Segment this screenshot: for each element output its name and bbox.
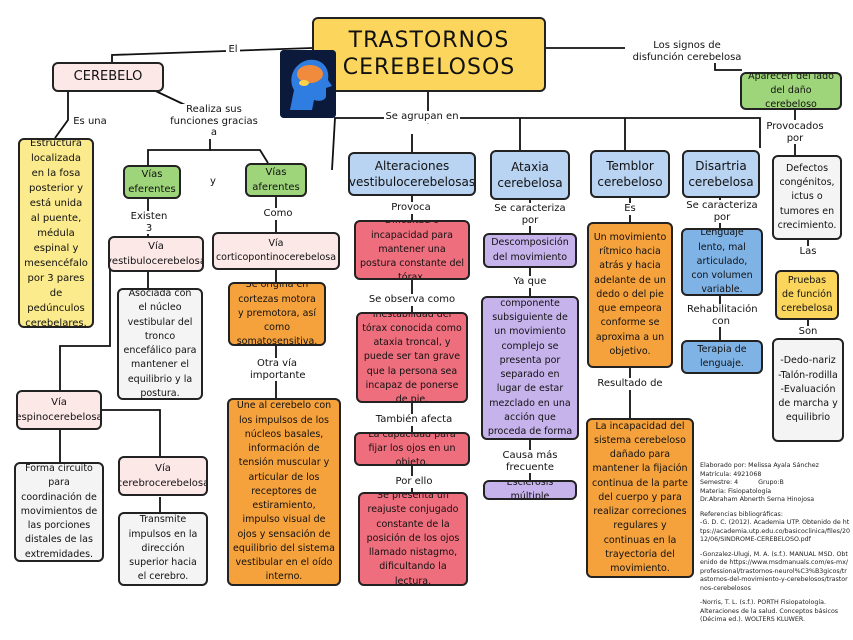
via-vestibulocerebelosa-box: Vía vestibulocerebelosa	[108, 236, 204, 272]
reajuste-box: Se presenta un reajuste conjugado consta…	[358, 492, 468, 586]
estructura-box: Estructura localizada en la fosa posteri…	[18, 138, 94, 328]
link-se-caracteriza-1: Se caracteriza por	[492, 203, 568, 226]
descomposicion-box: Descomposición del movimiento	[483, 233, 577, 268]
credit-line: -Gonzalez-Ulugi, M. A. (s.f.). MANUAL MS…	[700, 550, 849, 592]
defectos-box: Defectos congénitos, ictus o tumores en …	[772, 155, 842, 240]
link-existen: Existen 3	[126, 211, 172, 234]
credit-line: Elaborado por: Melissa Ayala Sánchez	[700, 462, 819, 469]
link-se-caracteriza-2: Se caracteriza por	[684, 200, 760, 223]
link-provoca: Provoca	[390, 202, 432, 214]
incapacidad-box: La incapacidad del sistema cerebeloso da…	[586, 418, 694, 578]
capacidad-box: La capacidad para fijar los ojos en un o…	[354, 432, 470, 466]
link-por-ello: Por ello	[394, 476, 434, 488]
link-tambien: También afecta	[374, 414, 454, 426]
link-y: y	[208, 176, 218, 188]
esclerosis-box: Esclerosis múltiple	[483, 480, 577, 500]
disartria-box: Disartria cerebelosa	[682, 150, 760, 198]
aparecen-box: Aparecen del lado del daño cerebeloso	[740, 72, 842, 110]
lenguaje-lento-box: Lenguaje lento, mal articulado, con volu…	[681, 228, 763, 296]
asociada-box: Asociada con el núcleo vestibular del tr…	[117, 288, 203, 400]
via-espinocerebelosa-box: Vía espinocerebelosa	[16, 390, 102, 430]
credit-line: Dr.Abraham Abnerth Serna Hinojosa	[700, 496, 815, 503]
alteraciones-box: Alteraciones vestibulocerebelosas	[348, 152, 476, 196]
credit-line: Materia: Fisiopatología	[700, 487, 772, 495]
ataxia-box: Ataxia cerebelosa	[490, 150, 570, 200]
via-cerebrocerebelosa-box: Vía cerebrocerebelosa	[118, 456, 208, 496]
link-realiza: Realiza sus funciones gracias a	[168, 104, 260, 139]
pruebas-box: Pruebas de función cerebelosa	[775, 270, 839, 320]
credits-block: Elaborado por: Melissa Ayala Sánchez Mat…	[700, 462, 850, 625]
link-el: El	[226, 44, 240, 56]
cerebelo-box: CEREBELO	[52, 62, 164, 92]
link-como: Como	[263, 208, 293, 220]
link-son: Son	[795, 326, 821, 338]
link-las: Las	[796, 246, 820, 258]
link-es: Es	[622, 203, 638, 215]
link-rehabilitacion: Rehabilitación con	[687, 304, 758, 327]
via-corticopontino-box: Vía corticopontinocerebelosa	[212, 232, 340, 270]
une-cerebelo-box: Une al cerebelo con los impulsos de los …	[227, 398, 341, 586]
lista-pruebas-box: -Dedo-nariz -Talón-rodilla -Evaluación d…	[772, 338, 844, 442]
un-movimiento-box: Un movimiento rítmico hacia atrás y haci…	[587, 222, 673, 368]
vias-aferentes-box: Vías aferentes	[245, 163, 307, 197]
vias-eferentes-box: Vías eferentes	[123, 165, 181, 199]
credit-line: Matrícula: 4921068	[700, 470, 762, 478]
title-box: TRASTORNOS CEREBELOSOS	[312, 17, 546, 92]
credit-line: Referencias bibliográficas:	[700, 510, 783, 518]
forma-circuito-box: Forma circuito para coordinación de movi…	[14, 462, 104, 562]
link-se-observa: Se observa como	[366, 294, 458, 306]
se-origina-box: Se origina en cortezas motora y premotor…	[228, 282, 326, 346]
link-causa-mas: Causa más frecuente	[500, 450, 560, 473]
cada-componente-box: Cada componente subsiguiente de un movim…	[481, 296, 579, 440]
link-provocados: Provocados por	[766, 121, 824, 144]
terapia-box: Terapia de lenguaje.	[681, 340, 763, 374]
link-resultado: Resultado de	[596, 378, 664, 390]
link-es-una: Es una	[70, 116, 110, 128]
dificultad-box: Dificultad o incapacidad para mantener u…	[354, 220, 470, 280]
brain-head-icon	[280, 50, 336, 118]
credit-line: -G. D. C. (2012). Academia UTP. Obtenido…	[700, 519, 851, 543]
temblor-box: Temblor cerebeloso	[590, 150, 670, 198]
transmite-box: Transmite impulsos en la dirección super…	[118, 512, 208, 586]
credit-line: Semestre: 4 Grupo:B	[700, 479, 784, 486]
link-se-agrupan: Se agrupan en	[384, 111, 460, 123]
link-los-signos: Los signos de disfunción cerebelosa	[627, 40, 747, 63]
link-otra-via: Otra vía importante	[250, 358, 306, 381]
link-ya-que: Ya que	[512, 276, 548, 288]
credit-line: -Norris, T. L. (s.f.). PORTH Fisiopatolo…	[700, 599, 839, 623]
inestabilidad-box: Inestabilidad del tórax conocida como at…	[356, 312, 468, 403]
